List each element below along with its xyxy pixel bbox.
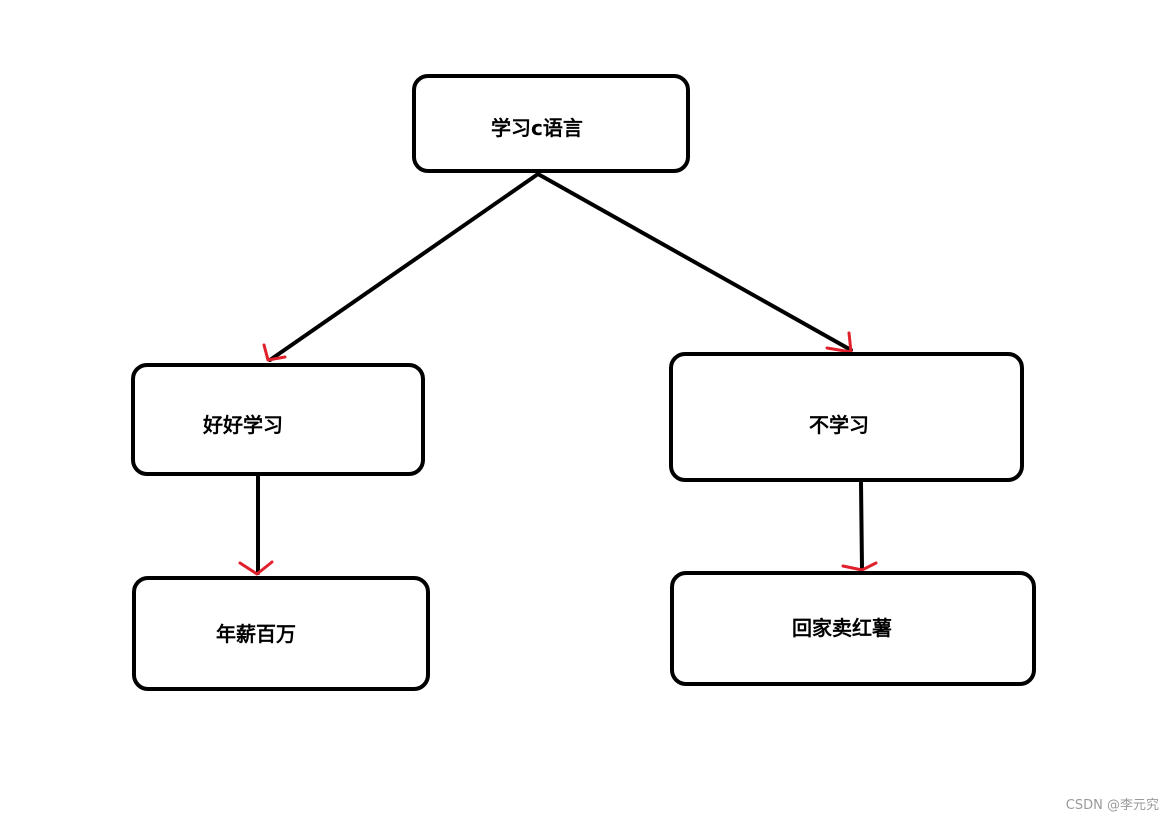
arrowhead-yams <box>841 561 878 572</box>
node-salary-label: 年薪百万 <box>216 622 296 646</box>
node-study-label: 好好学习 <box>203 413 283 437</box>
connector-root-to-nostudy <box>536 172 853 352</box>
connector-root-to-study <box>268 172 540 362</box>
node-root-label: 学习c语言 <box>491 116 583 140</box>
arrowhead-salary <box>238 560 274 576</box>
node-root: 学习c语言 <box>412 74 690 173</box>
node-no-study-label: 不学习 <box>809 413 869 437</box>
node-no-study: 不学习 <box>669 352 1024 482</box>
node-sell-yams: 回家卖红薯 <box>670 571 1036 686</box>
node-salary: 年薪百万 <box>132 576 430 691</box>
connector-nostudy-to-yams <box>859 481 864 570</box>
watermark: CSDN @李元究 <box>1065 798 1159 813</box>
node-sell-yams-label: 回家卖红薯 <box>792 616 892 640</box>
arrowhead-study <box>262 343 287 362</box>
node-study: 好好学习 <box>131 363 425 476</box>
